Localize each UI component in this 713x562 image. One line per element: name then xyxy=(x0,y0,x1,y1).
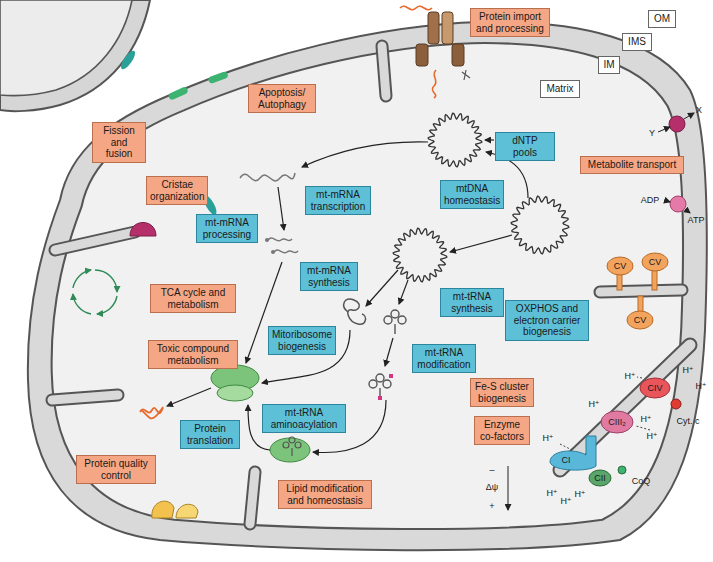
function-box: Fission and fusion xyxy=(92,122,146,163)
figure-label: ATP xyxy=(688,216,705,225)
box-text: Lipid modification and homeostasis xyxy=(282,483,368,506)
function-box: Protein import and processing xyxy=(470,8,550,37)
figure-label: Cyt. c xyxy=(676,417,699,426)
box-text: Protein quality control xyxy=(80,458,152,481)
process-box: mt-mRNA transcription xyxy=(305,186,371,215)
box-text: OXPHOS and electron carrier biogenesis xyxy=(509,303,585,338)
compartment-tag: Matrix xyxy=(540,80,580,98)
box-text: Metabolite transport xyxy=(584,159,680,171)
process-box: mt-tRNA aminoacylation xyxy=(262,404,346,433)
process-box: mt-tRNA modification xyxy=(412,344,476,373)
function-box: Metabolite transport xyxy=(580,156,684,174)
box-text: Fission and fusion xyxy=(96,125,142,160)
figure-label: CV xyxy=(649,258,662,267)
compartment-tag: IM xyxy=(598,56,620,74)
figure-label: CI xyxy=(562,456,571,465)
box-text: Fe-S cluster biogenesis xyxy=(474,381,530,404)
box-text: Matrix xyxy=(544,83,576,95)
box-text: mt-mRNA processing xyxy=(200,217,254,240)
process-box: dNTP pools xyxy=(495,132,555,161)
function-box: Protein quality control xyxy=(76,455,156,484)
process-box: mt-mRNA processing xyxy=(196,214,258,243)
box-text: Mitoribosome biogenesis xyxy=(272,329,332,352)
process-box: mt-tRNA synthesis xyxy=(440,288,504,317)
function-box: Enzyme co-factors xyxy=(474,416,530,445)
figure-label: H⁺ xyxy=(588,400,599,409)
box-text: dNTP pools xyxy=(499,135,551,158)
figure-label: H⁺ xyxy=(574,490,585,499)
figure-label: H⁺ xyxy=(682,366,693,375)
figure-label: CIV xyxy=(647,384,662,393)
figure-label: ADP xyxy=(641,196,660,205)
mtdna-circle xyxy=(393,228,447,282)
compartment-tag: IMS xyxy=(622,33,652,51)
function-box: Toxic compound metabolism xyxy=(148,340,238,369)
figure-label: CIII₂ xyxy=(608,418,626,427)
box-text: Enzyme co-factors xyxy=(478,419,526,442)
box-text: mt-mRNA transcription xyxy=(309,189,367,212)
figure-label: CV xyxy=(634,316,647,325)
function-box: TCA cycle and metabolism xyxy=(150,284,236,313)
figure-label: H⁺ xyxy=(695,382,706,391)
box-text: Toxic compound metabolism xyxy=(152,343,234,366)
figure-label: + xyxy=(489,502,494,511)
figure-label: – xyxy=(489,466,494,475)
figure-label: X xyxy=(696,106,702,115)
box-text: mtDNA homeostasis xyxy=(444,183,500,206)
figure-label: Y xyxy=(649,129,655,138)
box-text: OM xyxy=(652,13,672,25)
function-box: Apoptosis/ Autophagy xyxy=(248,84,316,113)
figure-label: H⁺ xyxy=(624,372,635,381)
figure-label: CV xyxy=(614,262,627,271)
box-text: mt-tRNA synthesis xyxy=(444,291,500,314)
figure-label: H⁺ xyxy=(542,434,553,443)
mtdna-circle xyxy=(428,113,482,167)
box-text: TCA cycle and metabolism xyxy=(154,287,232,310)
box-text: Protein translation xyxy=(184,423,236,446)
box-text: IMS xyxy=(626,36,648,48)
function-box: Cristae organization xyxy=(146,176,208,205)
figure-label: H⁺ xyxy=(646,432,657,441)
box-text: mt-mRNA synthesis xyxy=(304,265,354,288)
figure-label: CoQ xyxy=(632,477,651,486)
function-box: Fe-S cluster biogenesis xyxy=(470,378,534,407)
process-box: mtDNA homeostasis xyxy=(440,180,504,209)
process-box: Mitoribosome biogenesis xyxy=(268,326,336,355)
process-box: OXPHOS and electron carrier biogenesis xyxy=(505,300,589,341)
box-text: Apoptosis/ Autophagy xyxy=(252,87,312,110)
compartment-tag: OM xyxy=(648,10,676,28)
figure-label: CII xyxy=(594,474,606,483)
box-text: Protein import and processing xyxy=(474,11,546,34)
figure-label: H⁺ xyxy=(546,489,557,498)
process-box: mt-mRNA synthesis xyxy=(300,262,358,291)
figure-label: H⁺ xyxy=(560,497,571,506)
function-box: Lipid modification and homeostasis xyxy=(278,480,372,509)
box-text: mt-tRNA modification xyxy=(416,347,472,370)
mtdna-circle xyxy=(511,196,569,254)
box-text: IM xyxy=(602,59,616,71)
box-text: Cristae organization xyxy=(150,179,204,202)
figure-label: Δψ xyxy=(486,483,498,492)
process-box: Protein translation xyxy=(180,420,240,449)
box-text: mt-tRNA aminoacylation xyxy=(266,407,342,430)
figure-label: H⁺ xyxy=(640,415,651,424)
